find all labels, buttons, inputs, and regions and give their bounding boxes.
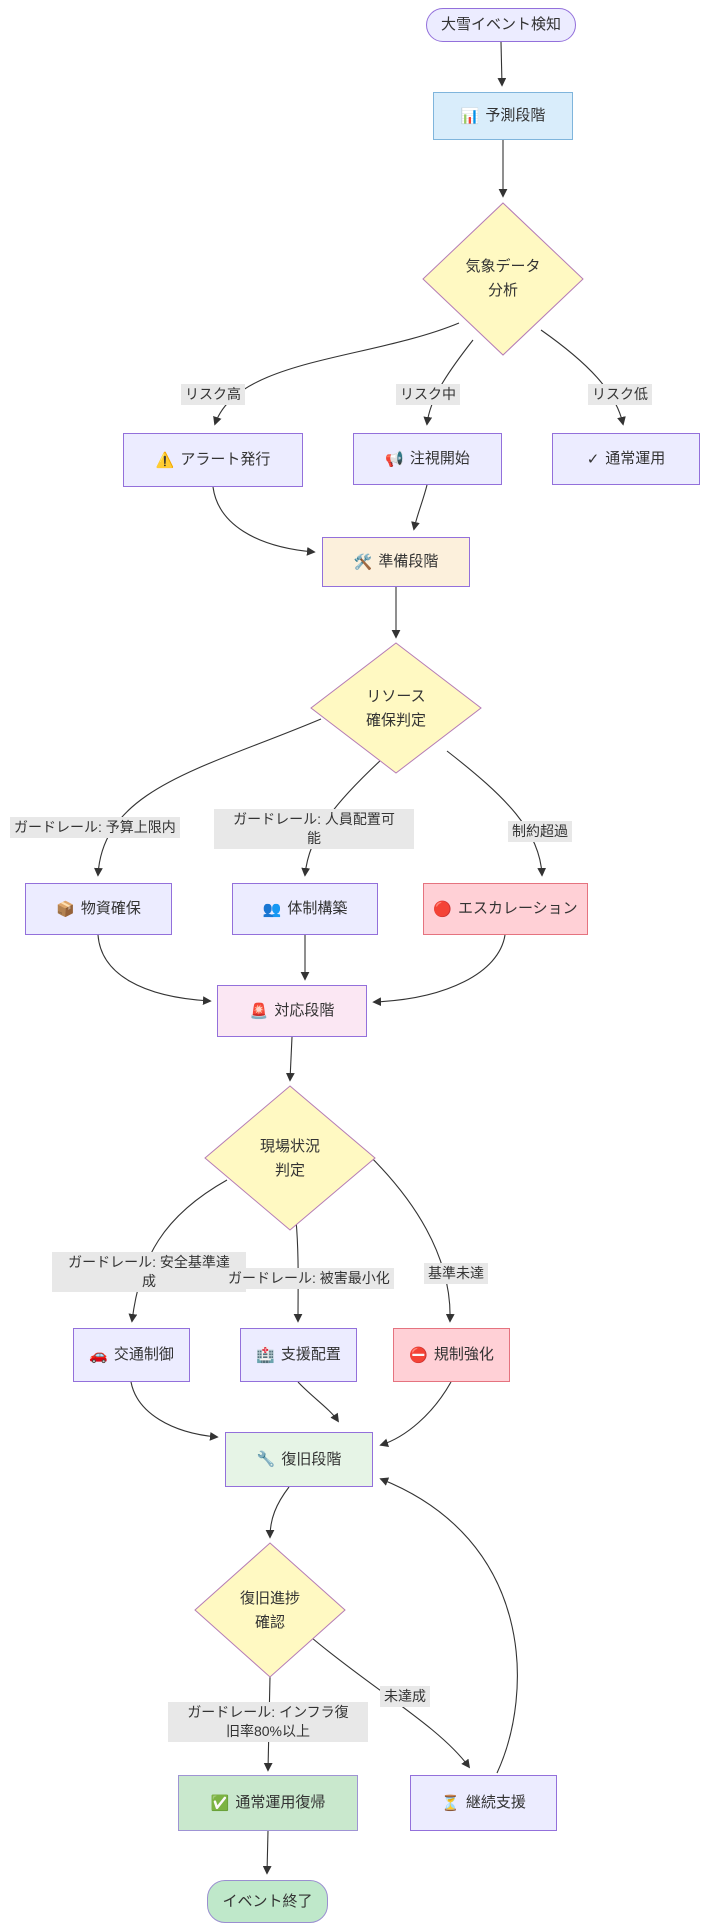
hospital-icon: 🏥 <box>256 1346 275 1364</box>
regulation-label: 規制強化 <box>433 1346 494 1364</box>
node-regulation-strengthen: ⛔ 規制強化 <box>393 1328 510 1382</box>
edge-traffic-recovery <box>130 1381 219 1441</box>
resource-decision-diamond-shape <box>310 642 482 774</box>
continued-label: 継続支援 <box>465 1794 526 1812</box>
support-label: 支援配置 <box>280 1346 341 1364</box>
node-alert-issue: ⚠️ アラート発行 <box>123 433 303 487</box>
node-escalation: 🔴 エスカレーション <box>423 883 588 935</box>
tools-icon: 🛠️ <box>353 553 373 571</box>
weather-analysis-diamond-shape <box>422 202 584 356</box>
node-support-deployment: 🏥 支援配置 <box>240 1328 357 1382</box>
edge-site-traffic <box>128 1179 228 1323</box>
node-progress-decision: 復旧進捗 確認 <box>239 1590 300 1631</box>
edge-label-risk-high: リスク高 <box>181 384 245 405</box>
check-mark-button-icon: ✅ <box>210 1794 230 1812</box>
node-resource-decision: リソース 確保判定 <box>365 688 426 729</box>
node-response-stage: 🚨 対応段階 <box>217 985 367 1037</box>
node-weather-analysis-decision: 気象データ 分析 <box>465 258 541 299</box>
node-return-normal-operation: ✅ 通常運用復帰 <box>178 1775 358 1831</box>
no-entry-icon: ⛔ <box>409 1346 428 1364</box>
car-icon: 🚗 <box>89 1346 108 1364</box>
edge-label-personnel-guardrail: ガードレール: 人員配置可 能 <box>214 809 414 849</box>
escalation-label: エスカレーション <box>457 900 578 918</box>
structure-label: 体制構築 <box>287 900 348 918</box>
response-label: 対応段階 <box>274 1002 335 1020</box>
node-supplies-securing: 📦 物資確保 <box>25 883 172 935</box>
edge-watch-prep <box>411 484 428 531</box>
node-normal-operation: ✓ 通常運用 <box>552 433 700 485</box>
node-continued-support: ⏳ 継続支援 <box>410 1775 557 1831</box>
alert-label: アラート発行 <box>180 451 271 469</box>
forecast-label: 予測段階 <box>485 107 546 125</box>
siren-icon: 🚨 <box>249 1002 269 1020</box>
edge-label-infra-guardrail: ガードレール: インフラ復 旧率80%以上 <box>168 1702 368 1742</box>
node-site-decision: 現場状況 判定 <box>259 1138 320 1179</box>
edge-escalation-response <box>372 934 506 1007</box>
edge-label-risk-mid: リスク中 <box>396 384 460 405</box>
traffic-label: 交通制御 <box>113 1346 174 1364</box>
watch-label: 注視開始 <box>409 450 470 468</box>
node-event-end: イベント終了 <box>207 1880 328 1923</box>
end-label: イベント終了 <box>222 1892 313 1910</box>
edge-return-end <box>262 1830 272 1875</box>
node-traffic-control: 🚗 交通制御 <box>73 1328 190 1382</box>
edge-support-recovery <box>297 1381 339 1423</box>
warning-icon: ⚠️ <box>155 451 175 469</box>
prep-label: 準備段階 <box>378 553 439 571</box>
return-normal-label: 通常運用復帰 <box>235 1794 326 1812</box>
edge-resource-supplies <box>94 718 322 877</box>
node-recovery-stage: 🔧 復旧段階 <box>225 1432 373 1487</box>
edge-label-risk-low: リスク低 <box>588 384 652 405</box>
site-decision-diamond-shape <box>204 1085 376 1231</box>
edge-supplies-response <box>97 934 212 1005</box>
edge-regulation-recovery <box>379 1381 452 1448</box>
recovery-label: 復旧段階 <box>281 1450 342 1468</box>
node-watch-start: 📢 注視開始 <box>353 433 502 485</box>
people-icon: 👥 <box>262 900 282 918</box>
supplies-label: 物資確保 <box>80 900 141 918</box>
normal-label: 通常運用 <box>605 450 666 468</box>
hourglass-icon: ⏳ <box>441 1794 460 1812</box>
node-forecast-stage: 📊 予測段階 <box>433 92 573 140</box>
edge-response-site <box>285 1036 295 1082</box>
node-org-structure: 👥 体制構築 <box>232 883 378 935</box>
start-label: 大雪イベント検知 <box>440 16 561 34</box>
package-icon: 📦 <box>56 900 75 918</box>
edge-label-constraint-exceeded: 制約超過 <box>508 821 572 842</box>
wrench-icon: 🔧 <box>256 1451 276 1468</box>
progress-decision-diamond-shape <box>194 1542 346 1678</box>
bar-chart-icon: 📊 <box>460 107 480 125</box>
edge-label-below-standard: 基準未達 <box>424 1263 488 1284</box>
edge-label-damage-guardrail: ガードレール: 被害最小化 <box>224 1268 394 1289</box>
loudspeaker-icon: 📢 <box>385 450 404 468</box>
edge-resource-escalation <box>446 750 547 877</box>
check-icon: ✓ <box>586 450 600 468</box>
edge-weather-normal <box>540 329 626 426</box>
edge-start-forecast <box>497 41 507 87</box>
edge-weather-watch <box>423 339 474 426</box>
edge-recovery-progress <box>265 1486 290 1539</box>
edge-continued-recovery <box>379 1477 518 1774</box>
edge-label-budget-guardrail: ガードレール: 予算上限内 <box>10 817 180 838</box>
edge-label-not-achieved: 未達成 <box>380 1686 430 1707</box>
edge-weather-alert <box>213 322 460 426</box>
edge-alert-prep <box>212 486 316 556</box>
red-circle-icon: 🔴 <box>433 900 452 918</box>
node-preparation-stage: 🛠️ 準備段階 <box>322 537 470 587</box>
node-snow-event-start: 大雪イベント検知 <box>426 8 576 42</box>
edge-label-safety-guardrail: ガードレール: 安全基準達 成 <box>52 1252 246 1292</box>
